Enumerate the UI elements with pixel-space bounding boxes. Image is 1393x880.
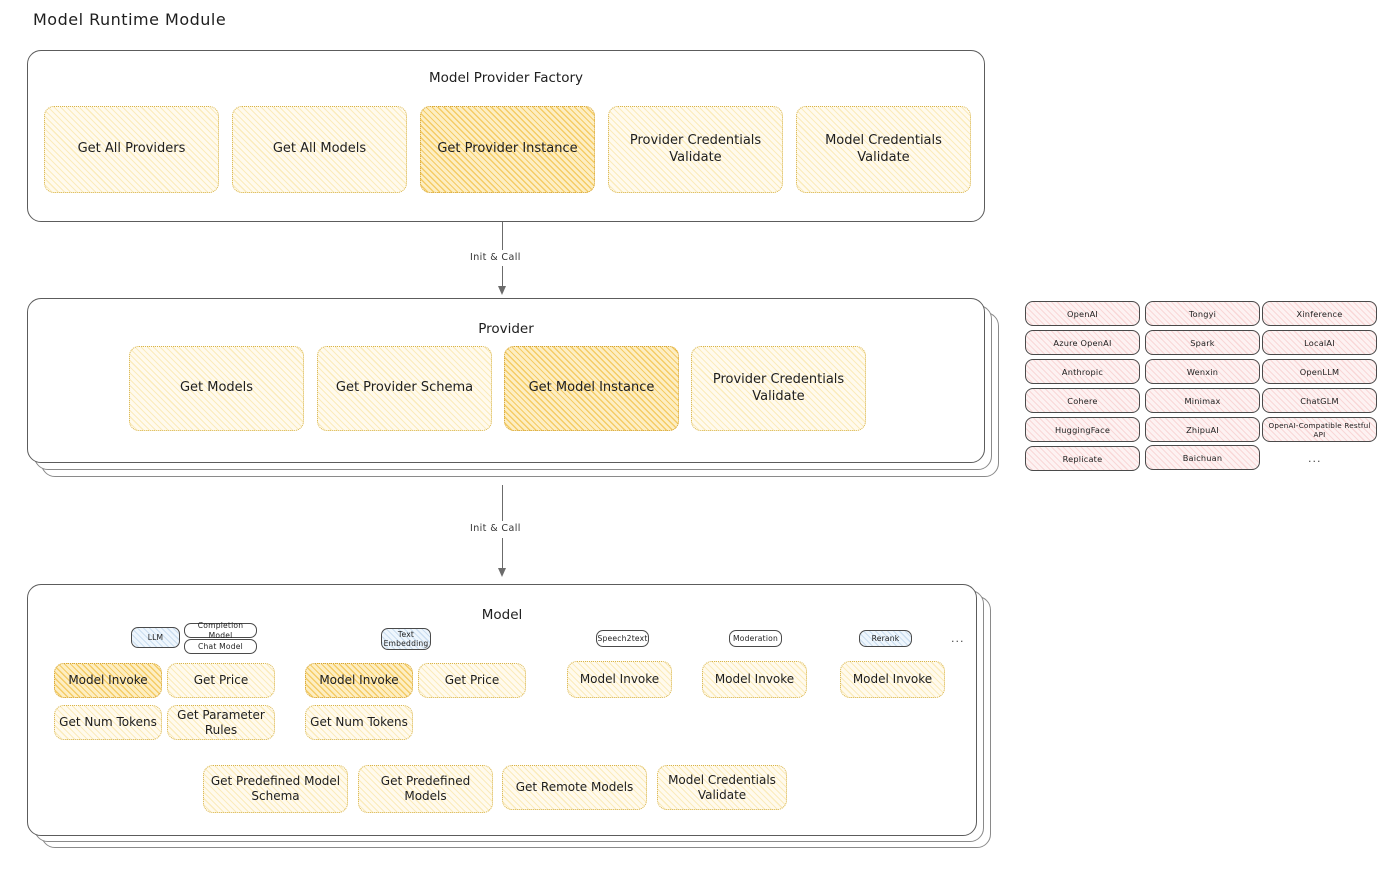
provider-chip-baichuan[interactable]: Baichuan	[1145, 445, 1260, 470]
arrow-1-line-top	[502, 222, 504, 250]
provider-chip-localai[interactable]: LocalAI	[1262, 330, 1377, 355]
provider-chip-openllm[interactable]: OpenLLM	[1262, 359, 1377, 384]
provider-chip-azure-openai[interactable]: Azure OpenAI	[1025, 330, 1140, 355]
op-get-provider-instance[interactable]: Get Provider Instance	[420, 106, 595, 193]
op-text-embedding-get-price[interactable]: Get Price	[418, 663, 526, 698]
model-subtag-completion-model[interactable]: Completion Model	[184, 621, 257, 640]
op-get-predefined-model-schema[interactable]: Get Predefined Model Schema	[203, 765, 348, 813]
op-get-predefined-models[interactable]: Get Predefined Models	[358, 765, 493, 813]
arrow-1-line-bottom	[502, 266, 504, 288]
op-get-model-instance[interactable]: Get Model Instance	[504, 346, 679, 431]
page-title: Model Runtime Module	[33, 10, 227, 29]
provider-chip-xinference[interactable]: Xinference	[1262, 301, 1377, 326]
op-llm-get-num-tokens[interactable]: Get Num Tokens	[54, 705, 162, 740]
op-text-embedding-get-num-tokens[interactable]: Get Num Tokens	[305, 705, 413, 740]
provider-chip-openai-compatible-restful-api[interactable]: OpenAI-Compatible Restful API	[1262, 417, 1377, 442]
op-model-credentials-validate-2[interactable]: Model Credentials Validate	[657, 765, 787, 810]
op-get-all-providers[interactable]: Get All Providers	[44, 106, 219, 193]
op-get-all-models[interactable]: Get All Models	[232, 106, 407, 193]
provider-chip-tongyi[interactable]: Tongyi	[1145, 301, 1260, 326]
model-type-tag-rerank[interactable]: Rerank	[859, 630, 912, 647]
op-text-embedding-model-invoke[interactable]: Model Invoke	[305, 663, 413, 698]
arrow-2-line-top	[502, 485, 504, 521]
provider-chip-wenxin[interactable]: Wenxin	[1145, 359, 1260, 384]
arrow-2-line-bottom	[502, 538, 504, 570]
model-type-tag-text-embedding[interactable]: Text Embedding	[381, 628, 431, 650]
op-moderation-model-invoke[interactable]: Model Invoke	[702, 661, 807, 698]
model-provider-factory-title: Model Provider Factory	[428, 70, 583, 86]
model-subtag-chat-model[interactable]: Chat Model	[184, 639, 257, 654]
provider-chip-openai[interactable]: OpenAI	[1025, 301, 1140, 326]
model-type-tag-speech2text[interactable]: Speech2text	[596, 630, 649, 647]
provider-chip-spark[interactable]: Spark	[1145, 330, 1260, 355]
op-provider-credentials-validate-2[interactable]: Provider Credentials Validate	[691, 346, 866, 431]
op-rerank-model-invoke[interactable]: Model Invoke	[840, 661, 945, 698]
op-llm-get-price[interactable]: Get Price	[167, 663, 275, 698]
model-panel-title: Model	[481, 607, 523, 623]
provider-chip-minimax[interactable]: Minimax	[1145, 388, 1260, 413]
provider-list-more: ...	[1308, 452, 1322, 465]
provider-chip-replicate[interactable]: Replicate	[1025, 446, 1140, 471]
op-get-remote-models[interactable]: Get Remote Models	[502, 765, 647, 810]
op-get-provider-schema[interactable]: Get Provider Schema	[317, 346, 492, 431]
provider-chip-chatglm[interactable]: ChatGLM	[1262, 388, 1377, 413]
provider-chip-zhipuai[interactable]: ZhipuAI	[1145, 417, 1260, 442]
provider-panel-title: Provider	[478, 321, 534, 337]
arrow-1-label: Init & Call	[466, 252, 525, 263]
op-llm-model-invoke[interactable]: Model Invoke	[54, 663, 162, 698]
model-types-more: ...	[951, 632, 965, 645]
arrow-2-head	[498, 568, 506, 577]
op-get-models[interactable]: Get Models	[129, 346, 304, 431]
provider-chip-anthropic[interactable]: Anthropic	[1025, 359, 1140, 384]
provider-chip-huggingface[interactable]: HuggingFace	[1025, 417, 1140, 442]
arrow-1-head	[498, 286, 506, 295]
provider-chip-cohere[interactable]: Cohere	[1025, 388, 1140, 413]
model-type-tag-llm[interactable]: LLM	[131, 627, 180, 648]
op-speech2text-model-invoke[interactable]: Model Invoke	[567, 661, 672, 698]
arrow-2-label: Init & Call	[466, 523, 525, 534]
op-llm-get-parameter-rules[interactable]: Get Parameter Rules	[167, 705, 275, 740]
model-type-tag-moderation[interactable]: Moderation	[729, 630, 782, 647]
op-provider-credentials-validate[interactable]: Provider Credentials Validate	[608, 106, 783, 193]
op-model-credentials-validate[interactable]: Model Credentials Validate	[796, 106, 971, 193]
